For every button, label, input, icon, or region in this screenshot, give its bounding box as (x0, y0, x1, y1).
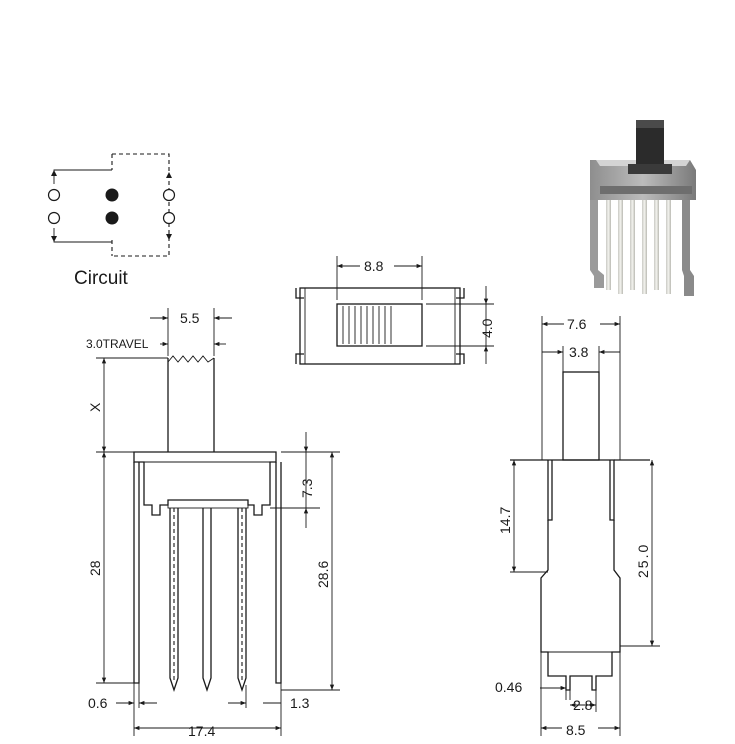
dim-total-height: 28.6 (315, 561, 331, 588)
dim-total-width: 17.4 (188, 723, 215, 739)
dim-travel: 3.0TRAVEL (86, 337, 149, 351)
contact-common (105, 211, 119, 225)
dim-body-section: 14.7 (497, 507, 513, 534)
dim-pin-thickness: 0.6 (88, 695, 108, 711)
circuit-caption: Circuit (74, 268, 129, 289)
slide-switch-photo (590, 120, 696, 296)
dim-side-gap: 1.3 (290, 695, 310, 711)
dim-top-height: 4.0 (479, 318, 495, 338)
circuit-symbol: Circuit (47, 153, 176, 289)
dim-side-outer-width: 7.6 (567, 316, 587, 332)
front-pins (169, 508, 247, 693)
contact-open (162, 211, 176, 225)
contact-open (47, 188, 61, 202)
dim-pin-pitch: 2.8 (573, 697, 593, 713)
front-view: 5.5 3.0TRAVEL X 28 7.3 28.6 0.6 (86, 308, 340, 739)
dim-side-actuator-width: 3.8 (569, 344, 589, 360)
top-view: 8.8 4.0 (295, 256, 495, 365)
dim-base-width: 8.5 (566, 722, 586, 738)
dim-body-height: 7.3 (299, 478, 315, 498)
side-view: 7.6 3.8 14.7 25.0 0.46 2.8 8.5 (495, 315, 660, 738)
actuator-ridges (342, 306, 392, 344)
contact-common (105, 188, 119, 202)
dim-top-width: 8.8 (364, 258, 384, 274)
contact-open (162, 188, 176, 202)
dim-side-pin-thickness: 0.46 (495, 679, 522, 695)
contact-open (47, 211, 61, 225)
dim-actuator-width: 5.5 (180, 310, 200, 326)
dim-pin-length: 28 (87, 560, 103, 576)
dim-side-total-height: 25.0 (635, 543, 651, 578)
dim-actuator-height: X (87, 402, 103, 412)
